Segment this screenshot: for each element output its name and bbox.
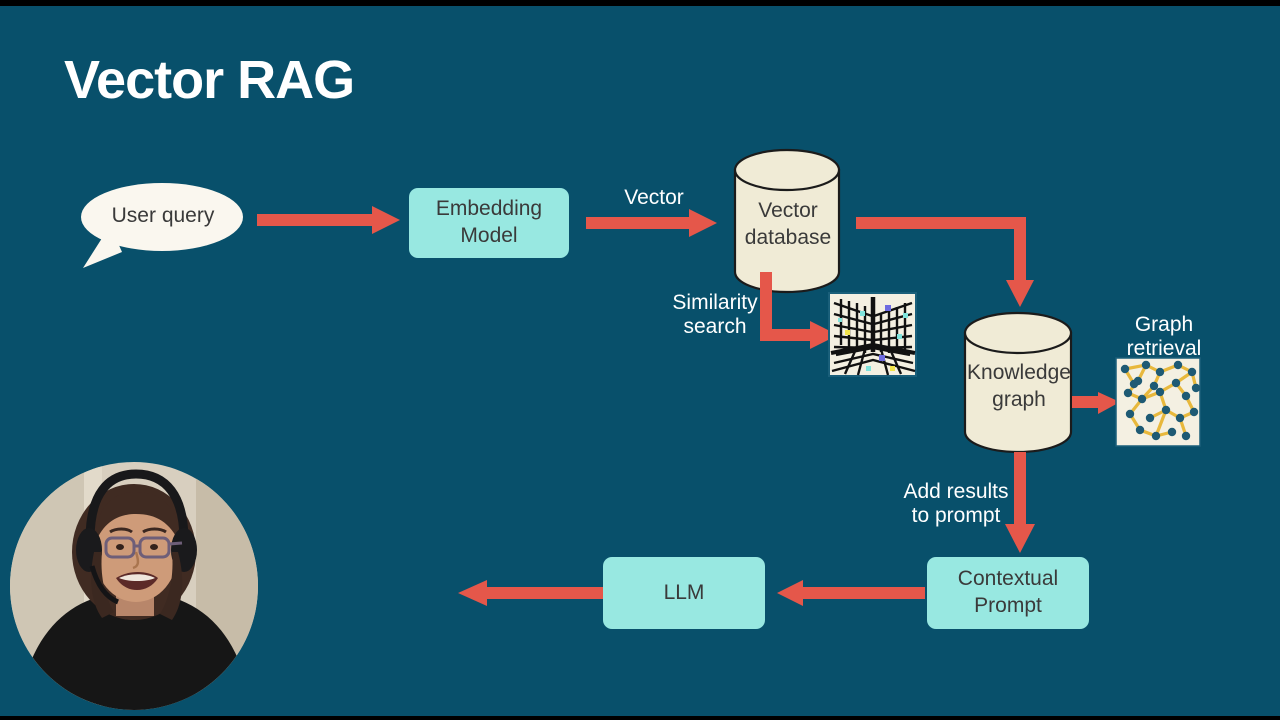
- contextual-prompt-label: Contextual Prompt: [957, 567, 1059, 617]
- arrow-vectordb-to-knowledgegraph: [856, 217, 1034, 307]
- page-title: Vector RAG: [64, 50, 355, 110]
- embedding-model-label: Embedding Model: [435, 197, 543, 247]
- arrow-knowledgegraph-to-graphretrieval: [1072, 392, 1120, 414]
- vector-database-cylinder: [733, 148, 841, 294]
- arrow-knowledgegraph-to-contextualprompt: [1005, 452, 1035, 553]
- arrow-similarity-search: [760, 272, 838, 349]
- llm-node[interactable]: LLM: [603, 557, 765, 629]
- presenter-video-thumbnail[interactable]: [10, 462, 258, 710]
- letterbox-bar-bottom: [0, 716, 1280, 720]
- arrow-query-to-embedding: [257, 206, 400, 234]
- letterbox-bar-top: [0, 0, 1280, 6]
- user-query-label: User query: [111, 204, 215, 227]
- graph-retrieval-plot-image: [1115, 357, 1201, 447]
- arrow-llm-to-output: [458, 580, 603, 606]
- contextual-prompt-node[interactable]: Contextual Prompt: [927, 557, 1089, 629]
- arrow-embedding-to-vectordb: [586, 209, 717, 237]
- llm-label: LLM: [663, 580, 705, 604]
- user-query-bubble: [81, 183, 243, 268]
- embedding-model-node[interactable]: Embedding Model: [409, 188, 569, 258]
- vector-space-plot-image: [828, 292, 917, 377]
- knowledge-graph-cylinder: [963, 311, 1073, 454]
- arrow-contextualprompt-to-llm: [777, 580, 925, 606]
